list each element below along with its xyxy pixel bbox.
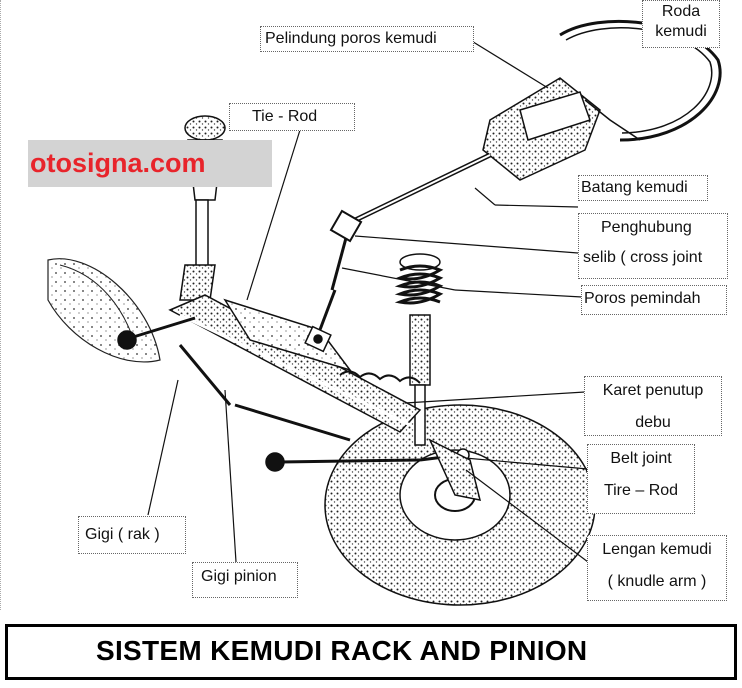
label-lengan-line-2: ( knudle arm ) <box>607 573 707 590</box>
label-pelindung-text: Pelindung poros kemudi <box>265 30 437 47</box>
rack-housing <box>168 294 422 433</box>
label-lengan-line-1: Lengan kemudi <box>602 541 712 558</box>
watermark-otosigna: otosigna.com <box>28 140 272 187</box>
rack-pinion-illustration <box>47 19 722 606</box>
scan-edge <box>0 0 5 610</box>
label-karet-line-1: Karet penutup <box>602 382 704 399</box>
label-roda-kemudi-line-2: kemudi <box>655 23 707 40</box>
label-lengan-kemudi: Lengan kemudi ( knudle arm ) <box>587 535 727 601</box>
right-wheel <box>324 404 596 606</box>
label-batang-text: Batang kemudi <box>581 179 688 196</box>
steering-column-housing <box>482 77 641 181</box>
label-poros-text: Poros pemindah <box>584 290 701 307</box>
label-tie-rod: Tie - Rod <box>229 103 355 131</box>
label-pelindung-poros-kemudi: Pelindung poros kemudi <box>260 26 474 52</box>
steering-wheel <box>559 19 722 142</box>
label-gigi-pinion: Gigi pinion <box>192 562 298 598</box>
label-penghubung-line-1: Penghubung <box>601 219 692 236</box>
steering-diagram: Roda kemudi Pelindung poros kemudi Tie -… <box>0 0 728 610</box>
label-poros-pemindah: Poros pemindah <box>581 285 727 315</box>
intermediate-shaft <box>316 289 337 336</box>
label-tie-rod-text: Tie - Rod <box>252 108 318 125</box>
pinion-gear <box>304 325 332 353</box>
caption-title: SISTEM KEMUDI RACK AND PINION <box>96 635 588 666</box>
label-gigi-pinion-text: Gigi pinion <box>201 568 277 585</box>
label-roda-kemudi: Roda kemudi <box>642 0 720 48</box>
label-karet-line-2: debu <box>635 414 671 431</box>
right-strut-spring <box>394 253 444 446</box>
knuckle-arm <box>428 438 482 501</box>
steering-shaft <box>343 152 492 228</box>
cross-joint <box>329 209 363 291</box>
caption-box: SISTEM KEMUDI RACK AND PINION <box>5 624 737 680</box>
label-penghubung-line-2: selib ( cross joint <box>583 249 703 266</box>
label-gigi-rak-text: Gigi ( rak ) <box>85 526 160 543</box>
label-batang-kemudi: Batang kemudi <box>578 175 708 201</box>
leader-lines <box>147 39 589 563</box>
label-roda-kemudi-line-1: Roda <box>661 3 701 20</box>
label-penghubung-selib: Penghubung selib ( cross joint <box>578 213 728 279</box>
left-wheel <box>47 258 161 363</box>
label-gigi-rak: Gigi ( rak ) <box>78 516 186 554</box>
label-belt-joint: Belt joint Tire – Rod <box>587 444 695 514</box>
label-belt-line-1: Belt joint <box>610 450 672 467</box>
label-karet-penutup-debu: Karet penutup debu <box>584 376 722 436</box>
label-belt-line-2: Tire – Rod <box>603 482 679 499</box>
